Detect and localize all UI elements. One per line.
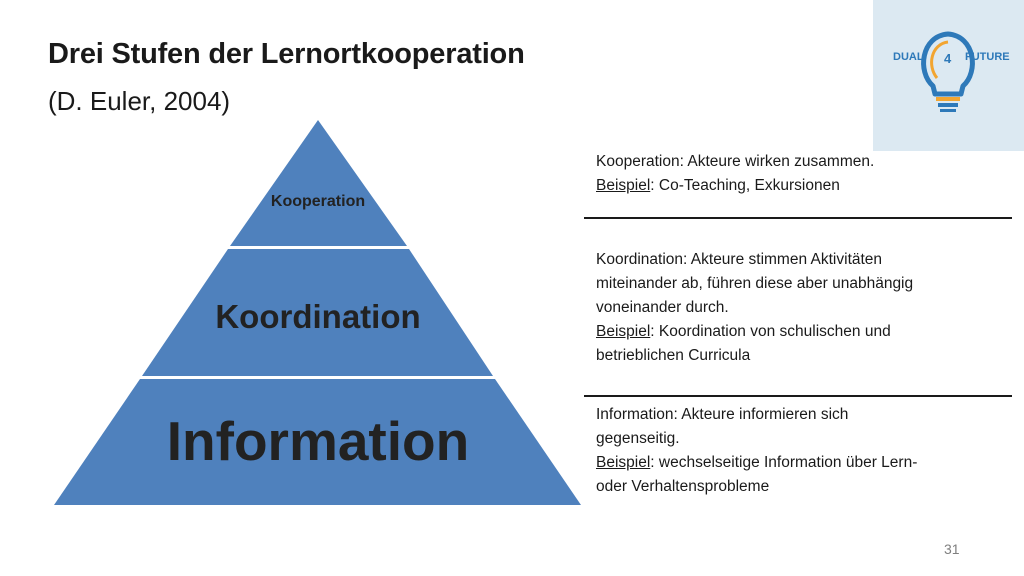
pyramid-level-information (54, 379, 581, 505)
description-information: Information: Akteure informieren sich ge… (596, 403, 996, 499)
example-label: Beispiel (596, 177, 651, 194)
logo-number: 4 (944, 51, 952, 66)
example-text: : wechselseitige Information über Lern- (650, 454, 918, 471)
example-text: : Co-Teaching, Exkursionen (650, 177, 840, 194)
logo-left-text: DUAL (893, 51, 924, 63)
divider-line (584, 395, 1012, 397)
dual-4-future-logo: DUAL FUTURE 4 (873, 0, 1024, 151)
level-label-koordination: Koordination (215, 298, 420, 335)
desc-line: Information: Akteure informieren sich (596, 406, 849, 423)
slide-subtitle: (D. Euler, 2004) (48, 86, 231, 116)
description-koordination: Koordination: Akteure stimmen Aktivitäte… (596, 248, 996, 368)
level-label-information: Information (167, 410, 469, 472)
pyramid-level-koordination (142, 249, 493, 376)
example-label: Beispiel (596, 454, 651, 471)
desc-line: gegenseitig. (596, 430, 680, 447)
example-text-cont: betrieblichen Curricula (596, 347, 751, 364)
slide-title: Drei Stufen der Lernortkooperation (48, 38, 525, 70)
level-label-kooperation: Kooperation (271, 193, 365, 210)
desc-line: Koordination: Akteure stimmen Aktivitäte… (596, 251, 883, 268)
pyramid-level-kooperation (230, 120, 407, 246)
desc-line: voneinander durch. (596, 299, 729, 316)
description-kooperation: Kooperation: Akteure wirken zusammen. Be… (596, 150, 996, 198)
logo-right-text: FUTURE (965, 51, 1010, 63)
lightbulb-icon: DUAL FUTURE 4 (893, 31, 1010, 112)
desc-line: miteinander ab, führen diese aber unabhä… (596, 275, 914, 292)
page-number: 31 (944, 541, 960, 557)
divider-line (584, 217, 1012, 219)
desc-line: Kooperation: Akteure wirken zusammen. (596, 153, 875, 170)
example-text: : Koordination von schulischen und (650, 323, 891, 340)
example-label: Beispiel (596, 323, 651, 340)
example-text-cont: oder Verhaltensprobleme (596, 478, 770, 495)
